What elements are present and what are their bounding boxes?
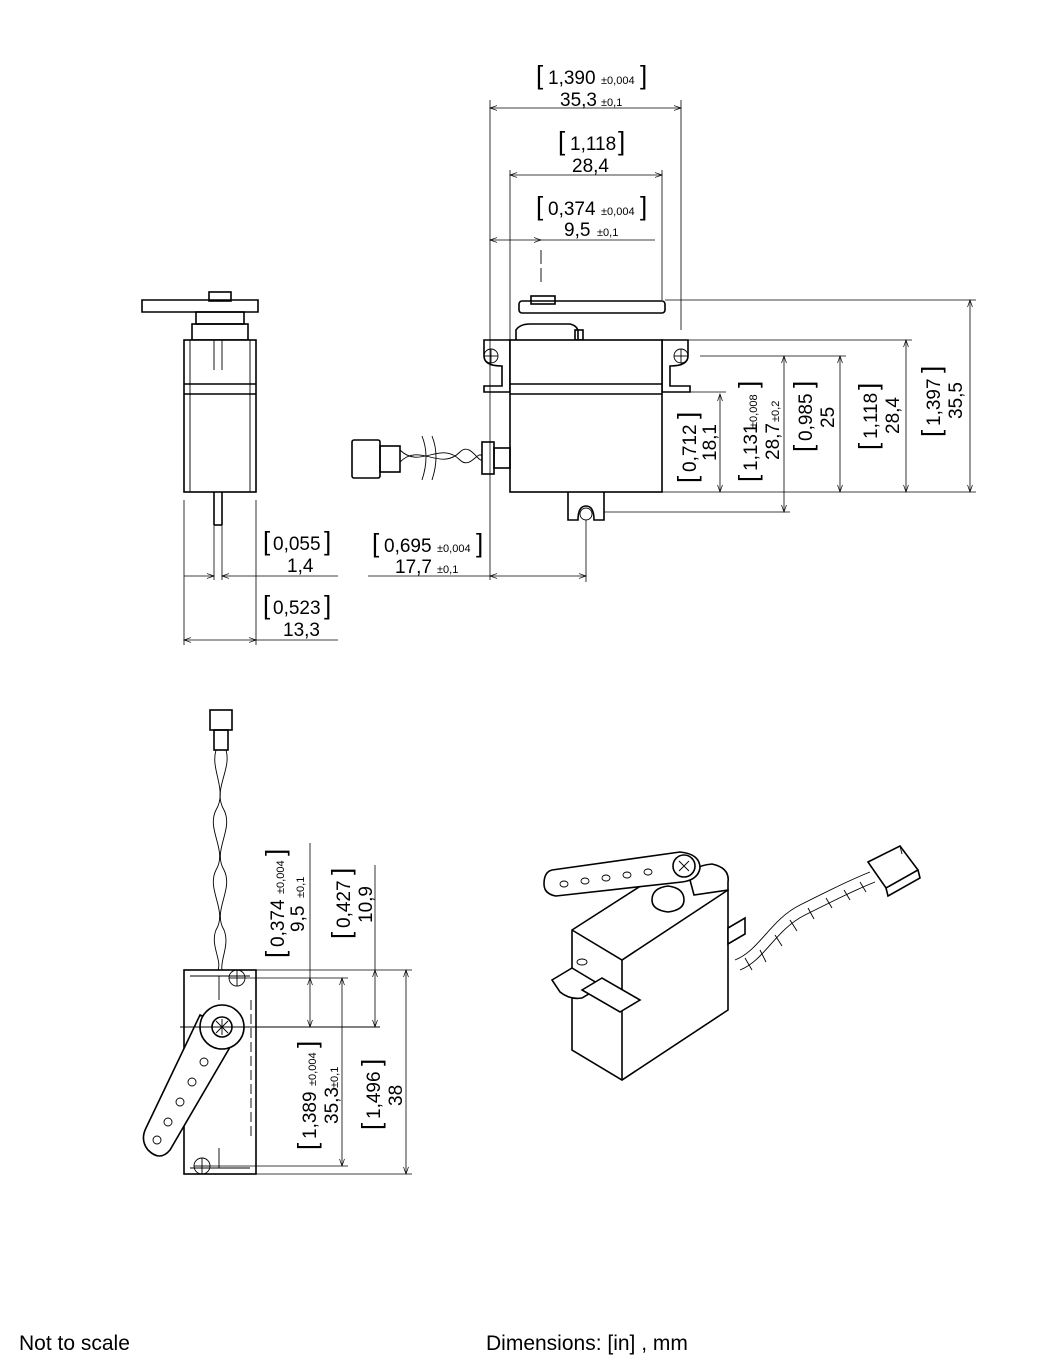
svg-text:]: ] xyxy=(324,526,331,556)
svg-text:±0,004: ±0,004 xyxy=(307,1052,319,1086)
front-view xyxy=(351,100,976,582)
dim-height-to-flange-top-inch: 1,118 xyxy=(861,393,882,439)
svg-text:±0,004: ±0,004 xyxy=(601,75,635,87)
svg-text:[: [ xyxy=(916,429,946,437)
dim-shaft-to-bottom-side-inch: 1,131 xyxy=(741,423,762,471)
svg-text:]: ] xyxy=(324,590,331,620)
svg-text:[: [ xyxy=(326,931,356,939)
svg-text:]: ] xyxy=(476,528,483,558)
dim-total-height-inch: 1,397 xyxy=(924,378,945,426)
svg-text:[: [ xyxy=(672,475,702,483)
dim-tab-offset: [ 0,695 ±0,004 ] 17,7 ±0,1 xyxy=(372,528,483,578)
side-view xyxy=(141,291,338,645)
dim-shaft-diameter-mm: 1,4 xyxy=(287,556,314,577)
dim-body-depth-inch: 0,523 xyxy=(273,598,321,619)
svg-text:±0,004: ±0,004 xyxy=(601,206,635,218)
svg-text:[: [ xyxy=(733,474,763,482)
dim-top-total-length-mm: 38 xyxy=(386,1085,407,1106)
dim-height-to-flange-top: [ 1,118 ] 28,4 xyxy=(853,383,904,450)
svg-text:]: ] xyxy=(853,383,883,390)
svg-text:]: ] xyxy=(640,191,647,221)
svg-text:±0,004: ±0,004 xyxy=(275,860,287,894)
svg-text:]: ] xyxy=(640,60,647,90)
dim-tab-offset-mm: 17,7 xyxy=(395,557,432,578)
svg-text:[: [ xyxy=(260,950,290,958)
svg-text:±0,1: ±0,1 xyxy=(329,1067,341,1088)
svg-text:[: [ xyxy=(292,1142,322,1150)
svg-text:[: [ xyxy=(558,126,566,156)
dim-shaft-offset: [ 0,374 ±0,004 ] 9,5 ±0,1 xyxy=(536,191,647,241)
units-note: Dimensions: [in] , mm xyxy=(486,1332,688,1355)
dim-mount-hole-spacing-inch: 1,118 xyxy=(570,134,616,155)
svg-text:±0,1: ±0,1 xyxy=(597,227,618,239)
svg-text:]: ] xyxy=(260,849,290,856)
svg-text:]: ] xyxy=(326,868,356,875)
dim-mount-hole-spacing-mm: 28,4 xyxy=(572,156,609,177)
svg-text:[: [ xyxy=(356,1122,386,1130)
dim-top-hole-offset: [ 0,427 ] 10,9 xyxy=(326,868,377,939)
svg-text:[: [ xyxy=(263,526,271,556)
svg-text:[: [ xyxy=(372,528,380,558)
dim-body-height-mm: 25 xyxy=(818,407,839,428)
dim-shaft-diameter-inch: 0,055 xyxy=(273,534,321,555)
dim-top-hole-spacing: [ 1,389 ±0,004 ] 35,3 ±0,1 xyxy=(292,1041,343,1150)
svg-text:]: ] xyxy=(788,381,818,388)
dim-top-total-length-inch: 1,496 xyxy=(364,1071,385,1119)
svg-text:±0,004: ±0,004 xyxy=(437,543,471,555)
dim-shaft-diameter: [ 0,055 ] 1,4 xyxy=(263,526,331,577)
dim-flange-height-inch: 0,712 xyxy=(680,424,701,472)
svg-text:]: ] xyxy=(618,126,625,156)
dim-shaft-offset-inch: 0,374 xyxy=(548,199,596,220)
dim-top-hole-offset-inch: 0,427 xyxy=(334,880,355,928)
top-view xyxy=(142,709,412,1176)
dim-body-depth-mm: 13,3 xyxy=(283,620,320,641)
svg-text:]: ] xyxy=(672,412,702,419)
svg-text:]: ] xyxy=(733,381,763,388)
dim-top-shaft-offset: [ 0,374 ±0,004 ] 9,5 ±0,1 xyxy=(260,849,309,958)
dim-top-hole-offset-mm: 10,9 xyxy=(356,886,377,923)
dim-body-height-inch: 0,985 xyxy=(796,393,817,441)
svg-text:[: [ xyxy=(536,60,544,90)
dim-top-shaft-offset-mm: 9,5 xyxy=(288,906,309,932)
svg-text:[: [ xyxy=(788,444,818,452)
dim-height-to-flange-top-mm: 28,4 xyxy=(883,397,904,434)
dim-overall-width-mm: 35,3 xyxy=(560,90,597,111)
dim-shaft-to-bottom-side-mm: 28,7 xyxy=(763,423,784,460)
dim-tab-offset-inch: 0,695 xyxy=(384,536,432,557)
scale-note: Not to scale xyxy=(19,1332,130,1355)
dim-top-shaft-offset-inch: 0,374 xyxy=(268,899,289,947)
dim-top-hole-spacing-inch: 1,389 xyxy=(300,1091,321,1139)
svg-text:±0,1: ±0,1 xyxy=(601,97,622,109)
dim-top-total-length: [ 1,496 ] 38 xyxy=(356,1059,407,1130)
svg-text:[: [ xyxy=(853,442,883,450)
dim-flange-height: [ 0,712 ] 18,1 xyxy=(672,412,721,483)
dim-total-height: [ 1,397 ] 35,5 xyxy=(916,366,967,437)
dim-overall-width: [ 1,390 ±0,004 ] 35,3 ±0,1 xyxy=(536,60,647,111)
dim-shaft-to-bottom-side: [ 1,131 ±0,008 ] 28,7 ±0,2 xyxy=(733,381,784,482)
dim-mount-hole-spacing: [ 1,118 ] 28,4 xyxy=(558,126,625,177)
dim-body-height: [ 0,985 ] 25 xyxy=(788,381,839,452)
svg-text:±0,2: ±0,2 xyxy=(770,401,782,422)
svg-text:[: [ xyxy=(536,191,544,221)
svg-text:[: [ xyxy=(263,590,271,620)
svg-text:]: ] xyxy=(356,1059,386,1066)
dim-shaft-offset-mm: 9,5 xyxy=(564,220,590,241)
dim-flange-height-mm: 18,1 xyxy=(700,424,721,461)
dim-overall-width-inch: 1,390 xyxy=(548,68,596,89)
dim-total-height-mm: 35,5 xyxy=(946,382,967,419)
svg-text:]: ] xyxy=(292,1041,322,1048)
svg-text:±0,1: ±0,1 xyxy=(437,564,458,576)
svg-text:±0,008: ±0,008 xyxy=(748,394,760,428)
isometric-view xyxy=(543,844,921,1081)
dim-top-hole-spacing-mm: 35,3 xyxy=(322,1087,343,1124)
svg-text:]: ] xyxy=(916,366,946,373)
svg-text:±0,1: ±0,1 xyxy=(295,877,307,898)
dim-body-depth: [ 0,523 ] 13,3 xyxy=(263,590,331,641)
